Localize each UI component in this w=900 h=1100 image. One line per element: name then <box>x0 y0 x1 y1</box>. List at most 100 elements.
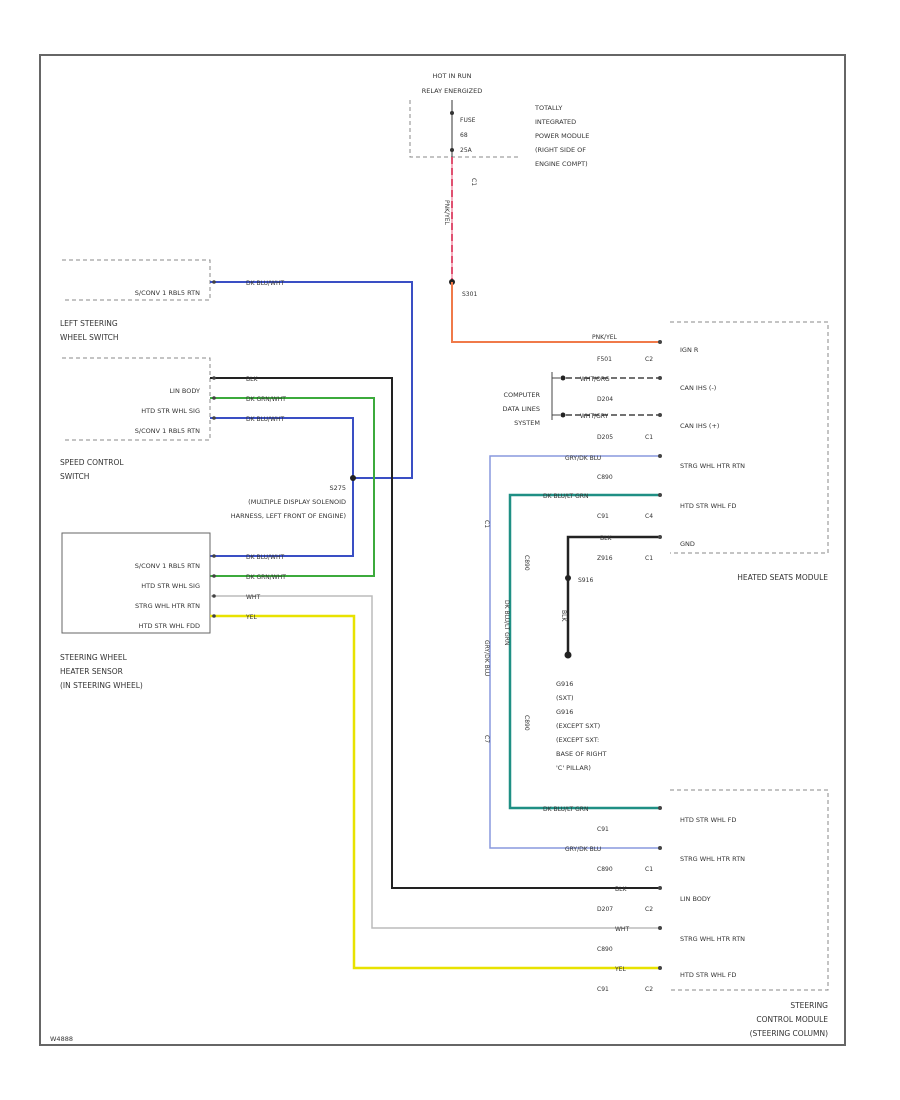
vertical-wire-bottom-circuit: C890 <box>523 715 530 731</box>
tipm-caption-3: POWER MODULE <box>535 132 589 140</box>
sensor-caption-1: STEERING WHEEL <box>60 653 128 662</box>
speed-switch-pin-1: LIN BODY <box>169 387 200 395</box>
vertical-wire-top-circuit: C890 <box>523 555 530 571</box>
pink-feed-wire-label: PNK/YEL <box>443 200 450 226</box>
sensor-wire-2-label: DK GRN/WHT <box>246 574 286 581</box>
data-lines-caption-3: SYSTEM <box>514 419 540 427</box>
teal-fd-wire <box>508 493 660 810</box>
splice-s275 <box>350 475 356 481</box>
sensor-wire-4-label: YEL <box>245 614 257 621</box>
hsm-conn-6: C1 <box>645 555 653 562</box>
black-lin-wire <box>210 377 660 889</box>
splice-s275-caption-2: (MULTIPLE DISPLAY SOLENOID <box>248 498 346 506</box>
scm-wire-2-label: GRY/DK BLU <box>565 846 601 853</box>
tipm-header-2: RELAY ENERGIZED <box>422 87 482 95</box>
black-lin-wire-label: BLK <box>246 376 258 383</box>
scm-wire-1-label: DK BLU/LT GRN <box>543 806 588 813</box>
vertical-wire-right-label: DK BLU/LT GRN <box>503 600 510 645</box>
terminal <box>212 574 216 578</box>
sensor-box <box>61 532 211 634</box>
vertical-wire-left-label: GRY/DK BLU <box>483 640 490 676</box>
sensor-pin-3: STRG WHL HTR RTN <box>135 602 200 610</box>
data-lines-caption-2: DATA LINES <box>503 405 540 413</box>
hsm-pin-3: CAN IHS (+) <box>680 422 719 430</box>
sensor-wire-1-label: DK BLU/WHT <box>246 554 284 561</box>
yellow-fdd-wire <box>210 614 660 970</box>
vertical-wire-pin-2: C7 <box>483 735 490 743</box>
terminal <box>658 926 662 930</box>
sensor-pin-2: HTD STR WHL SIG <box>141 582 200 590</box>
speed-switch-caption-2: SWITCH <box>60 472 89 481</box>
hsm-circuit-3: D205 <box>597 434 613 441</box>
hsm-wire-5-label: DK BLU/LT GRN <box>543 493 588 500</box>
terminal <box>658 886 662 890</box>
left-switch-caption-2: WHEEL SWITCH <box>60 333 119 342</box>
terminal <box>212 396 216 400</box>
fuse-terminal-top <box>450 111 454 115</box>
hsm-wire-1-label: PNK/YEL <box>592 334 618 341</box>
ground-caption-1: G916 <box>556 680 573 688</box>
blue-wire-left-switch <box>210 281 413 479</box>
scm-conn-2: C1 <box>645 866 653 873</box>
scm-circuit-4: C890 <box>597 946 613 953</box>
ground-wire-label: BLK <box>560 610 567 622</box>
splice-s275-caption-3: HARNESS, LEFT FRONT OF ENGINE) <box>231 512 346 520</box>
green-signal-wire-label: DK GRN/WHT <box>246 396 286 403</box>
tipm-conn: C1 <box>470 178 477 186</box>
ground-caption-6: BASE OF RIGHT <box>556 750 606 758</box>
vertical-wire-pin-1: C1 <box>483 520 490 528</box>
terminal <box>658 846 662 850</box>
hsm-conn-3: C1 <box>645 434 653 441</box>
splice-s916 <box>565 575 571 581</box>
tipm-header-1: HOT IN RUN <box>432 72 471 80</box>
terminal <box>658 340 662 344</box>
left-steering-wheel-switch: S/CONV 1 RBL5 RTN LEFT STEERING WHEEL SW… <box>60 259 211 342</box>
terminal <box>212 554 216 558</box>
hsm-pin-4: STRG WHL HTR RTN <box>680 462 745 470</box>
terminal <box>212 594 216 598</box>
hsm-circuit-4: C890 <box>597 474 613 481</box>
terminal <box>658 413 662 417</box>
blue-rtn-wire <box>210 417 354 557</box>
scm-wire-4-label: WHT <box>615 926 629 933</box>
black-ground-wire <box>566 535 660 655</box>
computer-data-lines: COMPUTER DATA LINES SYSTEM <box>503 372 566 427</box>
fuse-rating: 25A <box>460 147 473 154</box>
connector-terminals <box>212 280 662 970</box>
fuse-terminal-bottom <box>450 148 454 152</box>
tipm-caption-5: ENGINE COMPT) <box>535 160 588 168</box>
hsm-conn-5: C4 <box>645 513 653 520</box>
tipm-caption-1: TOTALLY <box>534 104 562 112</box>
diagram-frame <box>39 54 846 1046</box>
ground-caption-2: (SXT) <box>556 694 574 702</box>
sensor-wire-3-label: WHT <box>246 594 260 601</box>
hsm-pin-2: CAN IHS (-) <box>680 384 716 392</box>
left-switch-pin: S/CONV 1 RBL5 RTN <box>135 289 200 297</box>
terminal <box>658 806 662 810</box>
ground-caption-4: (EXCEPT SXT) <box>556 722 600 730</box>
terminal <box>212 614 216 618</box>
scm-wire-3-label: BLK <box>615 886 627 893</box>
hsm-circuit-6: Z916 <box>597 555 613 562</box>
tipm-caption-2: INTEGRATED <box>535 118 576 126</box>
gray-blue-rtn-wire <box>489 455 660 849</box>
terminal <box>212 376 216 380</box>
hsm-circuit-1: F501 <box>597 356 612 363</box>
white-rtn-wire <box>210 595 660 929</box>
steering-module-outline <box>670 789 829 991</box>
scm-pin-4: STRG WHL HTR RTN <box>680 935 745 943</box>
scm-pin-1: HTD STR WHL FD <box>680 816 736 824</box>
scm-circuit-2: C890 <box>597 866 613 873</box>
ground-caption-5: (EXCEPT SXT: <box>556 736 599 744</box>
hsm-pin-1: IGN R <box>680 346 699 354</box>
data-lines-caption-1: COMPUTER <box>503 391 540 399</box>
left-switch-caption-1: LEFT STEERING <box>60 319 118 328</box>
scm-circuit-5: C91 <box>597 986 609 993</box>
green-signal-wire <box>210 397 375 577</box>
speed-switch-pin-3: S/CONV 1 RBL5 RTN <box>135 427 200 435</box>
terminal <box>212 416 216 420</box>
sensor-caption-3: (IN STEERING WHEEL) <box>60 681 143 690</box>
hsm-wire-3-label: WHT/GRY <box>580 413 609 420</box>
scm-caption-3: (STEERING COLUMN) <box>750 1029 828 1038</box>
